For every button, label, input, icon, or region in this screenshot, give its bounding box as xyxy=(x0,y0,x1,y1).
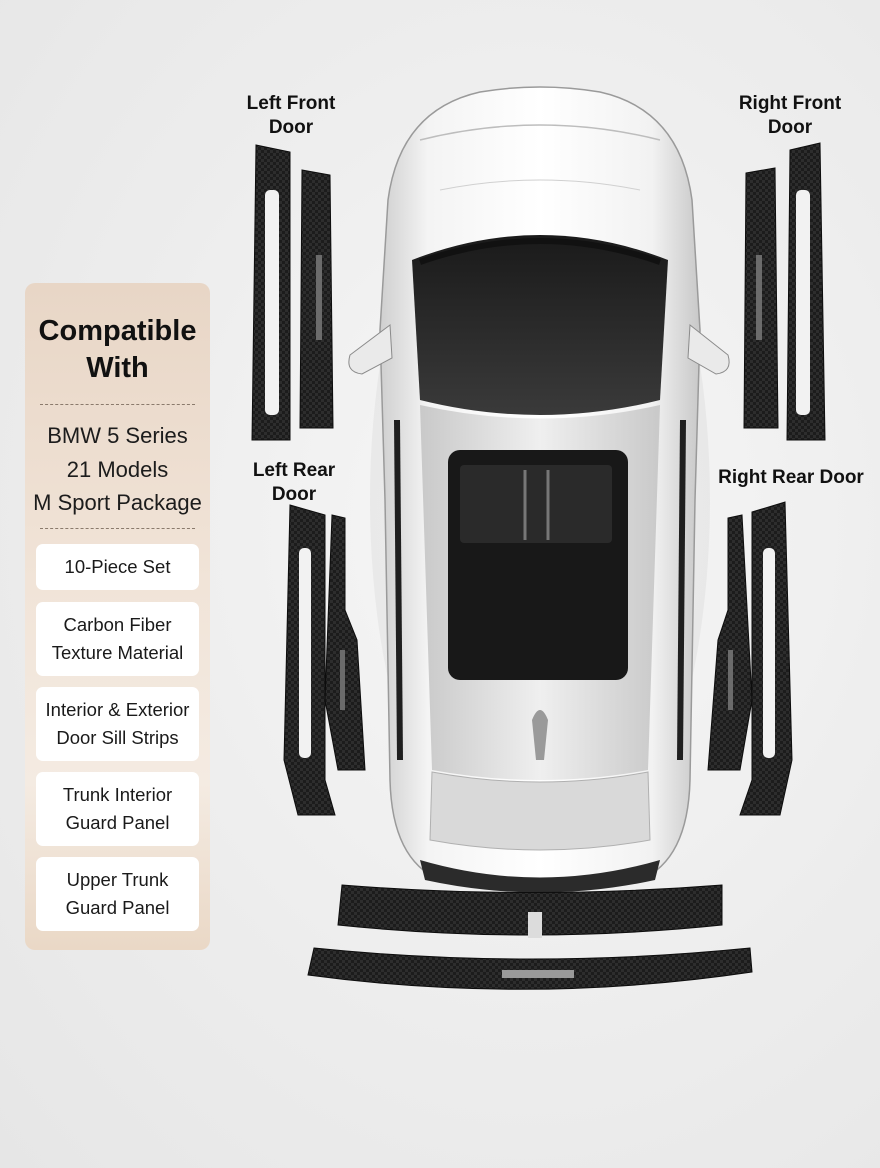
divider-bottom xyxy=(40,528,195,529)
compatible-models: BMW 5 Series 21 Models M Sport Package xyxy=(25,419,210,520)
right-rear-sill-outer xyxy=(739,501,793,816)
feature-line: Guard Panel xyxy=(65,897,170,918)
feature-upper-trunk-panel: Upper Trunk Guard Panel xyxy=(36,857,199,931)
label-right-front-line2: Door xyxy=(767,117,813,138)
label-right-front-door: Right Front Door xyxy=(722,92,858,140)
label-left-front-line2: Door xyxy=(268,117,314,138)
left-front-sill-inner xyxy=(299,169,334,429)
feature-line: Trunk Interior xyxy=(62,784,173,805)
label-right-front-line1: Right Front xyxy=(738,93,842,114)
model-line: 21 Models xyxy=(66,456,169,482)
feature-line: Guard Panel xyxy=(65,812,170,833)
feature-line: Upper Trunk xyxy=(66,869,169,890)
label-right-rear-door: Right Rear Door xyxy=(718,467,864,488)
panel-title-line2: With xyxy=(86,352,149,384)
feature-line: Interior & Exterior xyxy=(45,699,190,720)
panel-title-line1: Compatible xyxy=(38,315,197,347)
feature-line: Carbon Fiber xyxy=(63,614,172,635)
label-left-front-door: Left Front Door xyxy=(228,92,354,140)
compatibility-panel: Compatible With BMW 5 Series 21 Models M… xyxy=(25,283,210,950)
panel-title: Compatible With xyxy=(25,313,210,387)
feature-line: Door Sill Strips xyxy=(56,727,179,748)
feature-door-sill-strips: Interior & Exterior Door Sill Strips xyxy=(36,687,199,761)
upper-trunk-guard-panel xyxy=(307,947,753,990)
model-line: BMW 5 Series xyxy=(47,423,188,448)
label-left-rear-line2: Door xyxy=(271,484,317,505)
label-left-rear-door: Left Rear Door xyxy=(236,459,352,507)
car-top-view xyxy=(348,86,730,900)
left-rear-sill-inner xyxy=(324,514,366,771)
model-line: M Sport Package xyxy=(33,490,202,515)
left-rear-sill-outer xyxy=(283,504,336,816)
label-left-front-line1: Left Front xyxy=(246,93,336,114)
feature-line: Texture Material xyxy=(51,642,184,663)
right-front-sill-outer xyxy=(786,142,826,441)
right-front-sill-inner xyxy=(743,167,779,429)
feature-trunk-interior-panel: Trunk Interior Guard Panel xyxy=(36,772,199,846)
feature-line: 10-Piece Set xyxy=(64,556,171,577)
label-left-rear-line1: Left Rear xyxy=(252,460,336,481)
left-front-sill-outer xyxy=(251,144,291,441)
feature-piece-count: 10-Piece Set xyxy=(36,544,199,590)
divider-top xyxy=(40,404,195,405)
feature-material: Carbon Fiber Texture Material xyxy=(36,602,199,676)
right-rear-sill-inner xyxy=(707,514,753,771)
trunk-interior-guard-panel xyxy=(337,884,723,938)
